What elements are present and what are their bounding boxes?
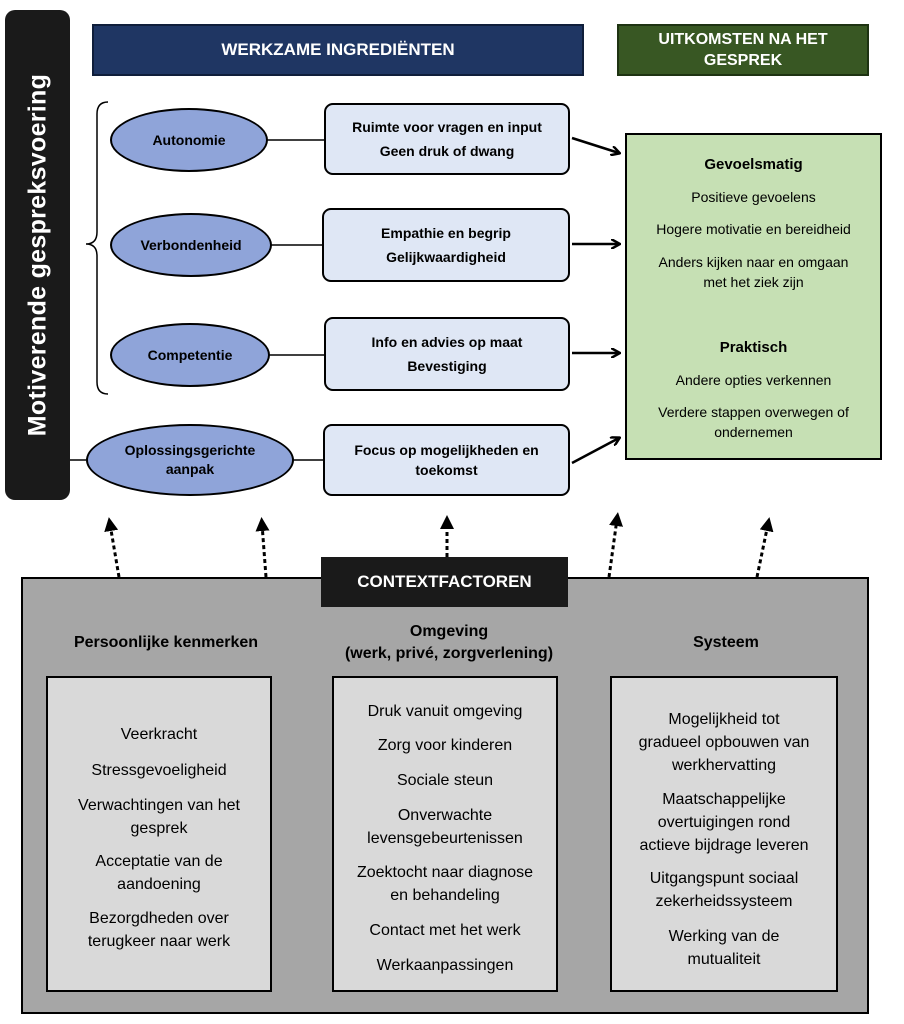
- ingredient-line: Geen druk of dwang: [379, 143, 515, 159]
- context-item: Sociale steun: [396, 772, 494, 789]
- context-item: Verwachtingen van het gesprek: [78, 797, 240, 837]
- oval-oplossingsgerichte-aanpak: Oplossingsgerichte aanpak: [86, 424, 294, 496]
- oval-verbondenheid: Verbondenheid: [110, 213, 272, 277]
- context-item: Werking van de mutualiteit: [668, 928, 780, 968]
- dotted-arrow-2: [255, 517, 270, 578]
- dotted-arrow-5: [755, 517, 774, 578]
- side-title: Motiverende gespreksvoering: [23, 73, 51, 437]
- context-item: Mogelijkheid tot gradueel opbouwen van w…: [638, 711, 810, 774]
- ingredient-line: Ruimte voor vragen en input: [352, 119, 542, 135]
- outcome-item: Verdere stappen overwegen of ondernemen: [658, 404, 849, 440]
- arrow-oplossing: [571, 438, 619, 465]
- ingredient-line: Empathie en begrip: [381, 225, 511, 241]
- outcome-group-title: Gevoelsmatig: [704, 156, 803, 173]
- context-header: CONTEXTFACTOREN: [321, 557, 568, 607]
- context-item: Acceptatie van de aandoening: [95, 853, 223, 893]
- context-item: Druk vanuit omgeving: [367, 703, 523, 720]
- context-box-personal: Veerkracht Stressgevoeligheid Verwachtin…: [46, 676, 272, 992]
- ingredient-box-autonomie: Ruimte voor vragen en input Geen druk of…: [324, 103, 570, 175]
- outcome-item: Positieve gevoelens: [691, 189, 816, 205]
- ingredient-line: Info en advies op maat: [371, 334, 523, 350]
- context-item: Onverwachte levensgebeurtenissen: [367, 807, 523, 847]
- context-column-title: Systeem: [693, 634, 759, 651]
- outcome-item: Hogere motivatie en bereidheid: [656, 221, 851, 237]
- context-item: Zorg voor kinderen: [377, 737, 513, 754]
- header-ingredients: WERKZAME INGREDIËNTEN: [92, 24, 584, 76]
- context-column-title: Persoonlijke kenmerken: [73, 634, 259, 651]
- oval-competentie: Competentie: [110, 323, 270, 387]
- ingredient-line: Gelijkwaardigheid: [386, 249, 506, 265]
- dotted-arrow-1: [104, 517, 121, 578]
- context-item: Zoektocht naar diagnose en behandeling: [356, 864, 534, 904]
- ingredient-box-oplossing: Focus op mogelijkheden en toekomst: [323, 424, 570, 496]
- context-item: Bezorgdheden over terugkeer naar werk: [87, 910, 231, 950]
- context-item: Veerkracht: [120, 726, 198, 743]
- side-title-bar: Motiverende gespreksvoering: [5, 10, 70, 500]
- ingredient-box-verbondenheid: Empathie en begrip Gelijkwaardigheid: [322, 208, 570, 282]
- ingredient-line: Bevestiging: [407, 358, 487, 374]
- outcome-group-title: Praktisch: [719, 339, 788, 356]
- ingredient-line: Focus op mogelijkheden en toekomst: [354, 442, 539, 478]
- oval-autonomie: Autonomie: [110, 108, 268, 172]
- outcome-item: Anders kijken naar en omgaan met het zie…: [658, 254, 849, 290]
- context-item: Maatschappelijke overtuigingen rond acti…: [639, 791, 809, 854]
- ingredient-box-competentie: Info en advies op maat Bevestiging: [324, 317, 570, 391]
- context-box-environment: Druk vanuit omgeving Zorg voor kinderen …: [332, 676, 558, 992]
- header-outcomes: UITKOMSTEN NA HET GESPREK: [617, 24, 869, 76]
- arrow-autonomie: [571, 136, 619, 153]
- context-item: Werkaanpassingen: [376, 957, 514, 974]
- outcomes-box: Gevoelsmatig Positieve gevoelens Hogere …: [625, 133, 882, 460]
- curly-brace: [85, 101, 109, 395]
- context-item: Stressgevoeligheid: [91, 762, 227, 779]
- context-item: Uitgangspunt sociaal zekerheidssysteem: [649, 870, 799, 910]
- context-item: Contact met het werk: [369, 922, 521, 939]
- context-box-system: Mogelijkheid tot gradueel opbouwen van w…: [610, 676, 838, 992]
- dotted-arrow-4: [607, 512, 623, 578]
- context-column-title: Omgeving (werk, privé, zorgverlening): [344, 623, 554, 662]
- outcome-item: Andere opties verkennen: [675, 372, 832, 388]
